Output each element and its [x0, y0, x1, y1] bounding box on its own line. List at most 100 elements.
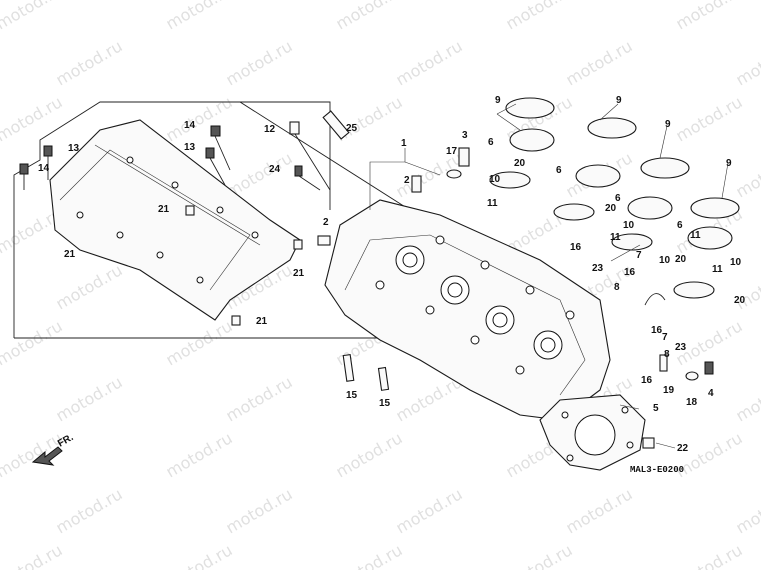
watermark-text: motod.ru [393, 36, 466, 89]
dowel-and-fittings [317, 147, 714, 449]
watermark-text: motod.ru [673, 92, 746, 145]
callout-number: 9 [495, 95, 501, 106]
callout-number: 3 [462, 130, 468, 141]
callout-number: 23 [675, 342, 687, 353]
watermark-text: motod.ru [563, 36, 636, 89]
insulator-6-b [575, 164, 621, 188]
callout-number: 7 [636, 250, 642, 261]
watermark-text: motod.ru [733, 372, 761, 425]
insulator-6-a [509, 128, 555, 152]
callout-number: 25 [346, 123, 358, 134]
cylinder-head-cover-group [13, 101, 421, 361]
watermark-text: motod.ru [393, 484, 466, 537]
watermark-text: motod.ru [333, 428, 406, 481]
plug-tube-12 [289, 121, 300, 135]
callout-number: 23 [592, 263, 604, 274]
insulator-6-d [687, 226, 733, 250]
callout-number: 9 [616, 95, 622, 106]
callout-number: 11 [487, 198, 498, 209]
callout-number: 12 [264, 124, 276, 135]
callout-number: 4 [708, 388, 714, 399]
callout-number: 11 [610, 232, 621, 243]
grommet-21 [231, 315, 241, 326]
callout-number: 16 [624, 267, 636, 278]
watermark-text: motod.ru [223, 372, 296, 425]
stud-15-a [342, 353, 355, 382]
callout-number: 16 [641, 375, 653, 386]
callout-number: 6 [615, 193, 621, 204]
callout-number: 21 [158, 204, 170, 215]
callout-number: 10 [659, 255, 671, 266]
bolt-13 [43, 145, 53, 157]
callout-number: 16 [651, 325, 663, 336]
watermark-text: motod.ru [333, 540, 406, 570]
callout-number: 9 [726, 158, 732, 169]
watermark-text: motod.ru [733, 148, 761, 201]
watermark-text: motod.ru [163, 92, 236, 145]
watermark-text: motod.ru [223, 36, 296, 89]
spark-plug-25 [322, 110, 350, 140]
watermark-text: motod.ru [53, 484, 126, 537]
callout-number: 2 [323, 217, 329, 228]
front-arrow-icon [31, 446, 63, 466]
watermark-text: motod.ru [53, 372, 126, 425]
plug-22 [642, 437, 655, 449]
callout-number: 11 [690, 230, 701, 241]
callout-number: 18 [686, 397, 698, 408]
callout-number: 5 [653, 403, 659, 414]
callout-number: 11 [712, 264, 723, 275]
band-9-d [690, 197, 740, 219]
grommet-21-c [293, 239, 303, 250]
hose-u [644, 293, 666, 306]
watermark-text: motod.ru [163, 540, 236, 570]
washer-17 [446, 169, 462, 179]
band-9-a [505, 97, 555, 119]
leader-lines [369, 103, 729, 449]
watermark-text: motod.ru [0, 540, 66, 570]
callout-number: 15 [346, 390, 358, 401]
dowel-2-left [317, 235, 331, 246]
insulator-19 [659, 354, 668, 372]
watermark-text: motod.ru [503, 540, 576, 570]
cylinder-head-cover [49, 119, 301, 321]
callout-number: 20 [734, 295, 746, 306]
callout-number: 6 [556, 165, 562, 176]
watermark-text: motod.ru [0, 92, 66, 145]
callout-number: 15 [379, 398, 391, 409]
band-10-a [489, 171, 531, 189]
callout-number: 9 [665, 119, 671, 130]
grommet-21-b [185, 205, 195, 216]
callout-number: 24 [269, 164, 281, 175]
callout-number: 6 [677, 220, 683, 231]
callout-number: 21 [64, 249, 76, 260]
callout-number: 6 [488, 137, 494, 148]
bolt-4 [704, 361, 714, 375]
fitting-3 [458, 147, 470, 167]
watermark-text: motod.ru [163, 316, 236, 369]
callout-number: 16 [570, 242, 582, 253]
watermark-text: motod.ru [163, 0, 236, 33]
callout-number: 10 [730, 257, 742, 268]
spark-plug-group [240, 101, 350, 210]
watermark-text: motod.ru [733, 484, 761, 537]
watermark-text: motod.ru [673, 0, 746, 33]
callout-number: 14 [184, 120, 196, 131]
band-10-d [673, 281, 715, 299]
bolt-24 [294, 165, 303, 177]
callout-number: 22 [677, 443, 689, 454]
callout-number: 10 [623, 220, 635, 231]
band-10-c [611, 233, 653, 251]
stud-15-b [377, 366, 390, 391]
callout-number: 14 [38, 163, 50, 174]
bolt-14-top [210, 125, 221, 137]
stud-bolts [342, 353, 390, 391]
band-9-c [640, 157, 690, 179]
bolt-14 [19, 163, 29, 175]
callout-number: 2 [404, 175, 410, 186]
intake-insulators [489, 97, 740, 306]
bolt-13-top [205, 147, 215, 159]
watermark-text: motod.ru [163, 428, 236, 481]
callout-number: 19 [663, 385, 675, 396]
dowel-2-top [411, 175, 422, 193]
